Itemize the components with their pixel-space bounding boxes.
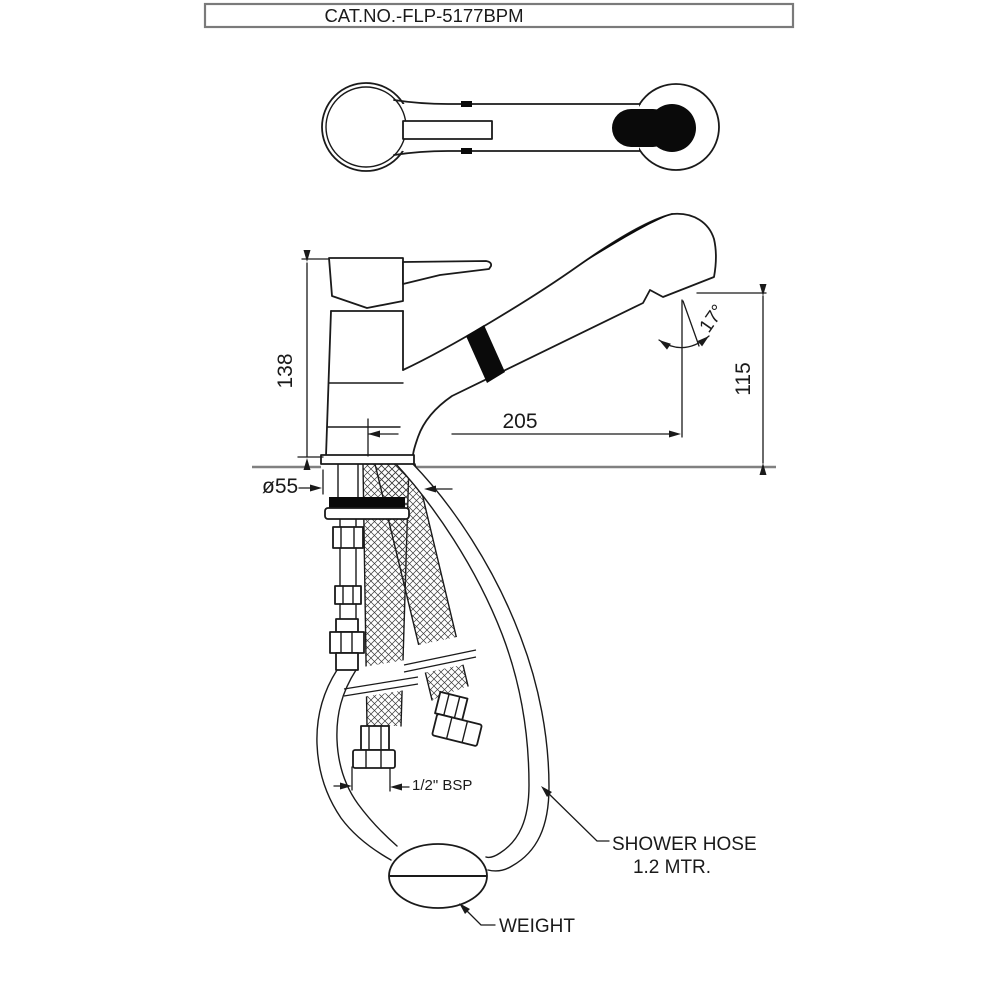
supply-pipe-nut	[329, 631, 365, 654]
below-deck-assembly	[252, 462, 776, 909]
mounting-shank	[324, 463, 410, 520]
shower-hose-outer-edge	[411, 462, 550, 872]
bsp-dimension: 1/2" BSP	[333, 766, 472, 794]
shower-hose-loop-left	[316, 669, 398, 861]
dim-spout-reach: 205	[502, 410, 537, 433]
handle-lever	[402, 260, 493, 285]
handle-lever-top-view	[402, 120, 493, 140]
bsp-nut-2	[431, 713, 483, 747]
dimension-205: 205	[367, 299, 683, 457]
body-bar-top-edge	[393, 99, 641, 105]
handle-cap	[328, 257, 404, 309]
hose2-connector	[431, 690, 483, 747]
faucet-top-view	[321, 82, 720, 172]
shower-hose-text-line2: 1.2 MTR.	[633, 857, 711, 878]
diameter-dimension-55: ø55	[262, 469, 453, 498]
dimension-138: 138	[274, 250, 329, 470]
shower-hose-text-line1: SHOWER HOSE	[612, 834, 757, 855]
title-block: CAT.NO.-FLP-5177BPM	[203, 2, 795, 29]
dim-thread-size: 1/2" BSP	[412, 777, 472, 794]
bsp-nut-1	[352, 749, 396, 769]
rubber-washer	[329, 497, 405, 508]
hose1-connector	[352, 725, 396, 769]
joint-tick-bottom	[461, 148, 472, 154]
dim-body-height: 138	[274, 353, 297, 388]
supply-pipe	[329, 517, 365, 671]
dimension-115: 115	[696, 284, 767, 475]
spray-face-keyhole	[612, 104, 696, 152]
weight-label: WEIGHT	[456, 900, 575, 937]
joint-tick-top	[461, 101, 472, 107]
locknut-plate	[324, 507, 410, 520]
hose-break-mark-1	[343, 658, 419, 700]
body-bar-bottom-edge	[393, 150, 641, 156]
hose-weight	[388, 843, 488, 909]
shower-hose-inner-edge	[394, 462, 530, 859]
wand-black-band	[466, 325, 505, 383]
shower-hose	[394, 462, 550, 872]
hose-break-mark-2	[403, 633, 477, 677]
weight-text: WEIGHT	[499, 916, 575, 937]
catalog-number: CAT.NO.-FLP-5177BPM	[324, 5, 523, 26]
body-left-edge	[325, 310, 332, 457]
faucet-side-view	[320, 212, 717, 465]
spray-head-and-underside	[412, 212, 717, 457]
title-box	[203, 2, 795, 29]
dim-base-diameter: ø55	[262, 475, 298, 498]
dim-spout-height: 115	[732, 362, 755, 395]
shower-hose-label: SHOWER HOSE 1.2 MTR.	[538, 783, 757, 878]
